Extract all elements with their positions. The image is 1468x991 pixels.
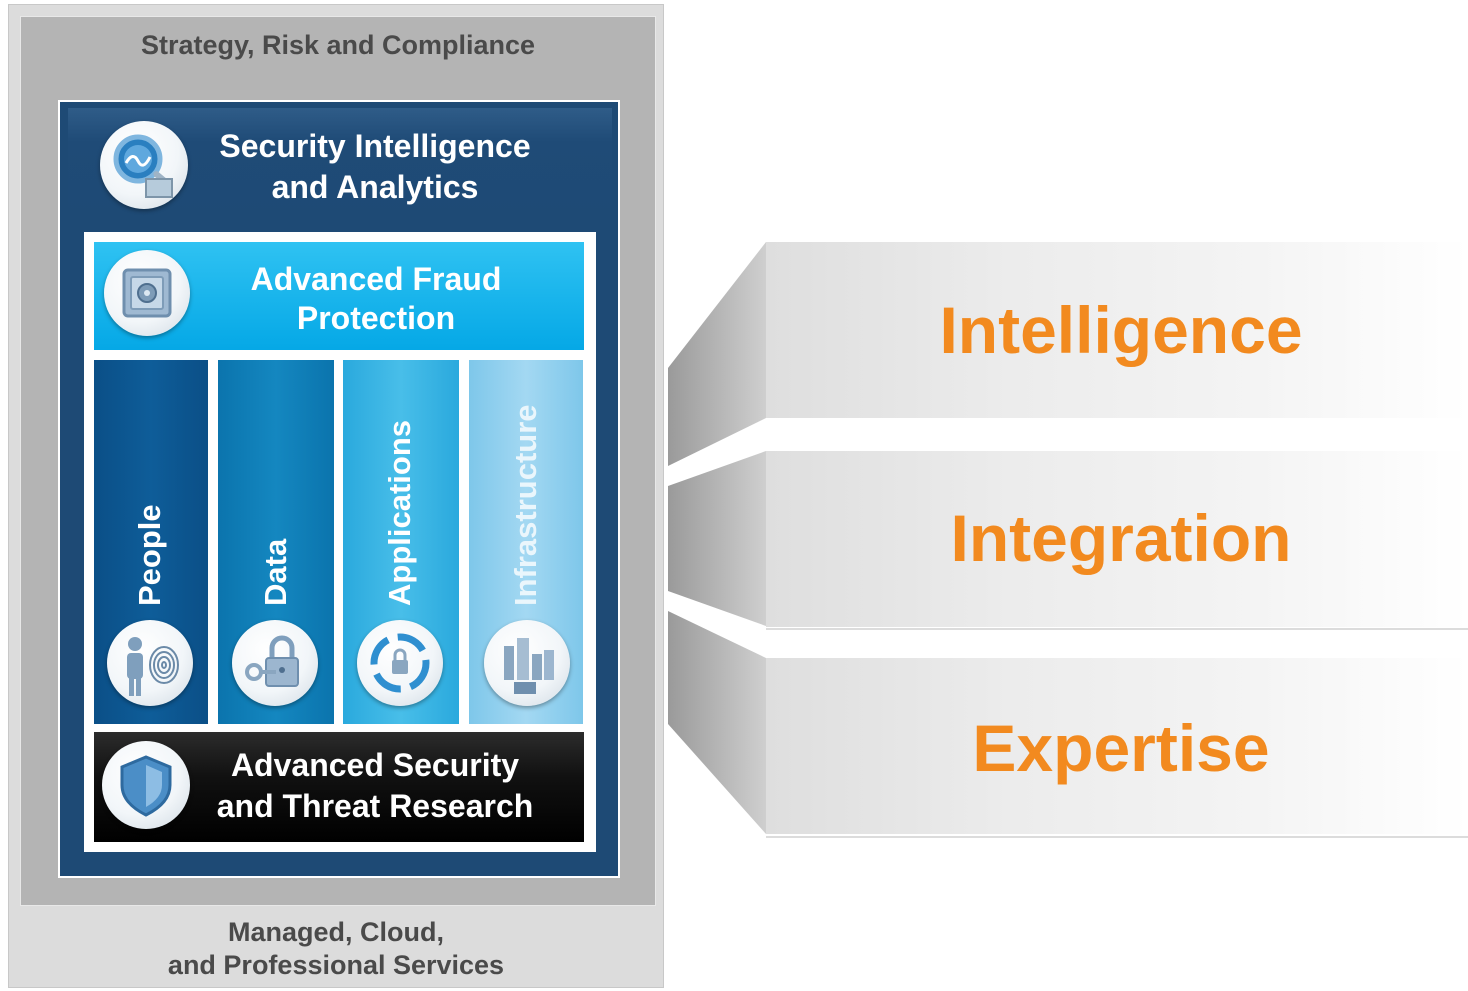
pillar-infrastructure-label: Infrastructure — [508, 404, 543, 606]
padlock-key-icon — [232, 620, 318, 706]
person-fingerprint-icon — [107, 620, 193, 706]
safe-vault-icon — [104, 250, 190, 336]
shield-icon — [102, 741, 190, 829]
magnifier-analytics-icon — [100, 121, 188, 209]
managed-services-label-line1: Managed, Cloud, — [228, 917, 444, 947]
feature-expertise-text: Expertise — [972, 711, 1270, 785]
managed-services-label-line2: and Professional Services — [167, 950, 505, 980]
pillar-data-label: Data — [258, 538, 293, 606]
fraud-protection-line2: Protection — [296, 300, 456, 336]
feature-intelligence-text: Intelligence — [939, 293, 1303, 367]
threat-research-line2: and Threat Research — [216, 788, 534, 824]
connector-integration — [668, 451, 766, 626]
feature-bar-expertise — [766, 658, 1468, 834]
strategy-risk-compliance-label: Strategy, Risk and Compliance — [140, 30, 536, 60]
feature-integration-text: Integration — [950, 501, 1292, 575]
intelligence-analytics-line1: Security Intelligence — [219, 128, 531, 164]
divider-line — [766, 628, 1468, 630]
pillar-people-label: People — [132, 504, 167, 606]
connector-intelligence — [668, 242, 766, 466]
managed-services-label: Managed, Cloud, and Professional Service… — [8, 916, 664, 982]
pillar-applications-label: Applications — [382, 419, 417, 606]
connector-expertise — [668, 611, 766, 834]
fraud-protection-title: Advanced Fraud Protection — [196, 260, 556, 338]
feature-bar-intelligence — [766, 242, 1468, 418]
divider-line — [766, 836, 1468, 838]
fraud-protection-line1: Advanced Fraud — [250, 261, 502, 297]
intelligence-analytics-title: Security Intelligence and Analytics — [190, 126, 560, 208]
threat-research-line1: Advanced Security — [230, 747, 520, 783]
feature-bar-integration — [766, 451, 1468, 627]
threat-research-title: Advanced Security and Threat Research — [190, 745, 560, 827]
intelligence-analytics-line2: and Analytics — [271, 169, 479, 205]
servers-devices-icon — [484, 620, 570, 706]
lock-cycle-icon — [357, 620, 443, 706]
connector-fan — [668, 242, 766, 834]
